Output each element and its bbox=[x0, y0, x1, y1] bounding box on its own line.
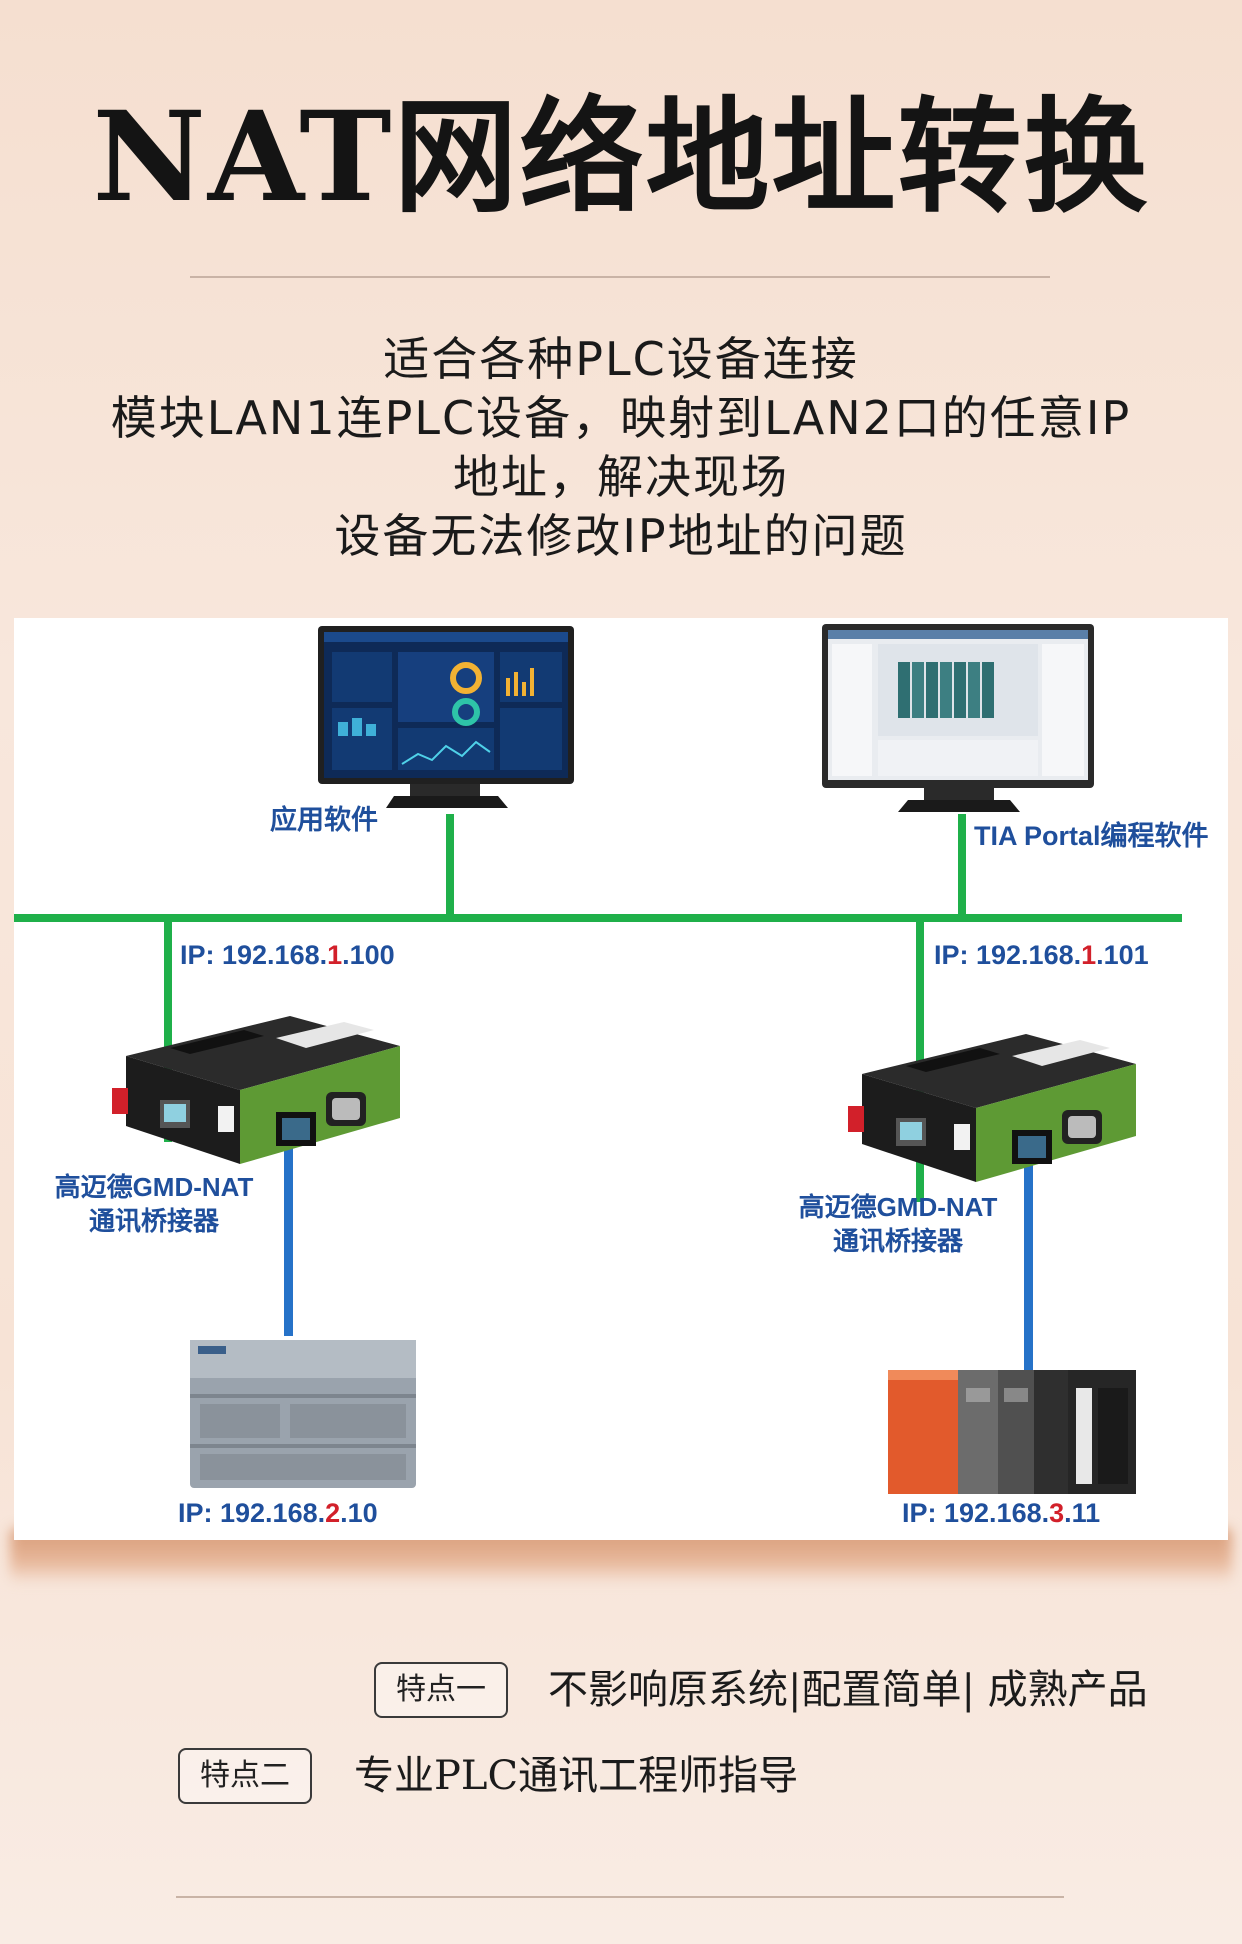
ip-prefix: IP: 192.168. bbox=[934, 940, 1082, 970]
feature-1: 特点一 不影响原系统|配置简单| 成熟产品 bbox=[374, 1662, 1194, 1718]
gateway-right-name: 高迈德GMD-NAT 通讯桥接器 bbox=[778, 1190, 1018, 1258]
ip-prefix: IP: 192.168. bbox=[178, 1498, 326, 1528]
monitor-left-icon bbox=[318, 626, 574, 808]
plc-link-left bbox=[284, 1130, 293, 1336]
tia-portal-label: TIA Portal编程软件 bbox=[974, 821, 1209, 851]
plc-left-ip: IP: 192.168.2.10 bbox=[178, 1498, 378, 1529]
feature-2: 特点二 专业PLC通讯工程师指导 bbox=[178, 1748, 878, 1804]
footer-divider bbox=[176, 1896, 1064, 1898]
network-diagram: 应用软件 TIA Portal编程软件 IP: 192.168.1.100 IP… bbox=[14, 618, 1228, 1540]
plc-right-icon bbox=[888, 1370, 1136, 1494]
ip-suffix: .100 bbox=[342, 940, 395, 970]
subtitle-line: 适合各种PLC设备连接 bbox=[383, 332, 859, 386]
app-software-label: 应用软件 bbox=[270, 805, 378, 835]
ip-subnet: 3 bbox=[1049, 1498, 1065, 1528]
title-divider bbox=[190, 276, 1050, 278]
gateway-name-line: 通讯桥接器 bbox=[832, 1226, 963, 1256]
ip-suffix: .101 bbox=[1096, 940, 1149, 970]
gateway-right-icon bbox=[848, 1034, 1136, 1182]
page-title: NAT网络地址转换 bbox=[92, 85, 1150, 230]
ip-subnet: 1 bbox=[1081, 940, 1097, 970]
ip-suffix: .11 bbox=[1064, 1498, 1101, 1528]
monitor-right-icon bbox=[822, 624, 1094, 812]
gateway-name-line: 高迈德GMD-NAT bbox=[54, 1172, 254, 1202]
gateway-name-line: 通讯桥接器 bbox=[88, 1206, 219, 1236]
ip-prefix: IP: 192.168. bbox=[180, 940, 328, 970]
feature-badge: 特点二 bbox=[178, 1748, 312, 1804]
gateway-left-icon bbox=[112, 1016, 400, 1164]
plc-right-ip: IP: 192.168.3.11 bbox=[902, 1498, 1100, 1529]
gateway-name-line: 高迈德GMD-NAT bbox=[798, 1192, 998, 1222]
ip-subnet: 1 bbox=[327, 940, 343, 970]
network-diagram-graphics bbox=[14, 624, 1182, 1494]
ip-suffix: .10 bbox=[340, 1498, 378, 1528]
plc-left-icon bbox=[190, 1340, 416, 1488]
subtitle-line: 模块LAN1连PLC设备，映射到LAN2口的任意IP bbox=[110, 391, 1132, 445]
gateway-left-ip: IP: 192.168.1.100 bbox=[180, 940, 395, 971]
subtitle: 适合各种PLC设备连接 模块LAN1连PLC设备，映射到LAN2口的任意IP 地… bbox=[60, 330, 1182, 566]
ip-subnet: 2 bbox=[325, 1498, 341, 1528]
subtitle-line: 设备无法修改IP地址的问题 bbox=[334, 509, 908, 563]
plc-link-right bbox=[1024, 1160, 1033, 1386]
ip-prefix: IP: 192.168. bbox=[902, 1498, 1050, 1528]
subtitle-line: 地址，解决现场 bbox=[453, 450, 789, 504]
feature-text: 不影响原系统|配置简单| 成熟产品 bbox=[548, 1667, 1148, 1713]
feature-text: 专业PLC通讯工程师指导 bbox=[354, 1753, 799, 1799]
feature-badge: 特点一 bbox=[374, 1662, 508, 1718]
gateway-right-ip: IP: 192.168.1.101 bbox=[934, 940, 1149, 971]
gateway-left-name: 高迈德GMD-NAT 通讯桥接器 bbox=[34, 1170, 274, 1238]
